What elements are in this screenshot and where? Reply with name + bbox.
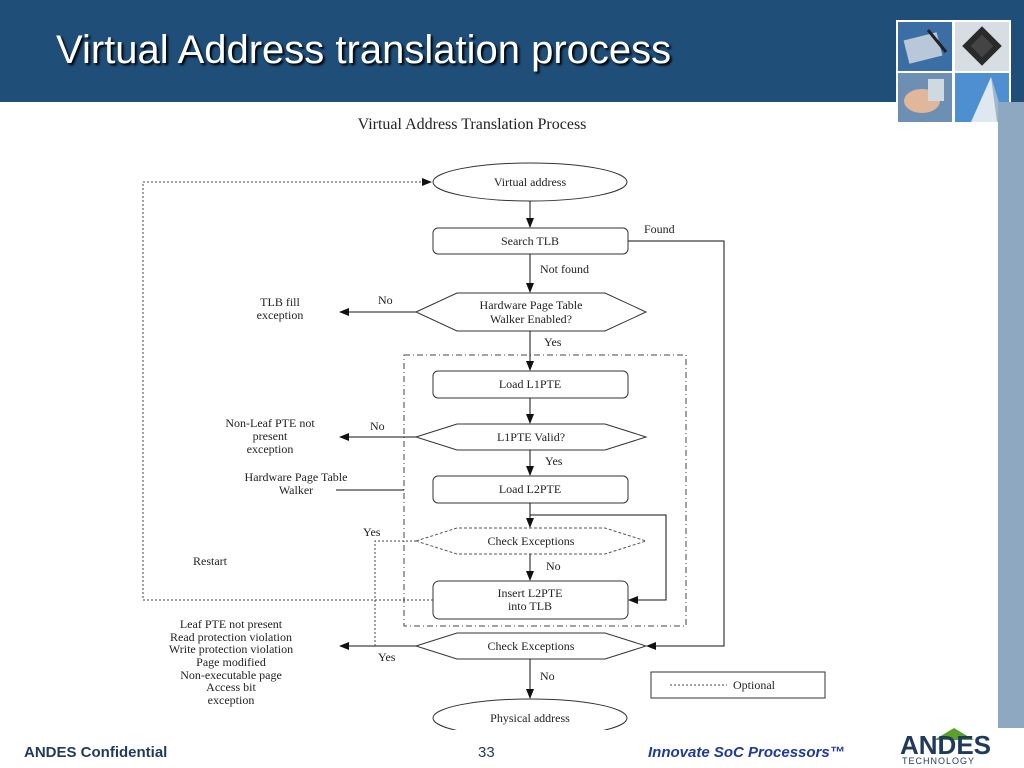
svg-text:Search TLB: Search TLB: [501, 234, 559, 248]
label-yes-check1: Yes: [363, 525, 381, 539]
footer-tagline: Innovate SoC Processors™: [648, 744, 845, 761]
final-exceptions-text: Leaf PTE not present Read protection vio…: [169, 617, 293, 707]
legend-label: Optional: [733, 678, 776, 692]
microchip-photo: [955, 22, 1009, 71]
label-yes-check2: Yes: [378, 650, 396, 664]
restart-text: Restart: [193, 554, 228, 568]
label-yes-walker: Yes: [544, 335, 562, 349]
right-accent-strip: [998, 102, 1024, 728]
label-not-found: Not found: [540, 262, 589, 276]
svg-text:into TLB: into TLB: [508, 599, 552, 613]
svg-text:Page modified: Page modified: [196, 655, 266, 669]
virtual-address-node: Virtual address: [432, 162, 628, 202]
check-exceptions-decision: Check Exceptions: [414, 632, 648, 660]
svg-text:Check Exceptions: Check Exceptions: [488, 639, 575, 653]
footer-confidential: ANDES Confidential: [24, 744, 168, 761]
slide-title: Virtual Address translation process: [56, 28, 672, 72]
svg-text:Write protection violation: Write protection violation: [169, 642, 293, 656]
optional-walker-region: [403, 354, 687, 627]
search-tlb-node: Search TLB: [432, 227, 629, 255]
svg-text:L1PTE Valid?: L1PTE Valid?: [497, 430, 565, 444]
walker-enabled-decision: Hardware Page Table Walker Enabled?: [414, 292, 648, 332]
header-thumbnails: [896, 20, 1011, 124]
title-bar: [0, 0, 1024, 102]
diagram-caption: Virtual Address Translation Process: [358, 116, 587, 133]
svg-text:Leaf PTE not present: Leaf PTE not present: [180, 617, 283, 631]
arrow-restart: [142, 178, 433, 601]
andes-logo: ANDES TECHNOLOGY: [894, 728, 1000, 768]
svg-text:Insert L2PTE: Insert L2PTE: [498, 586, 563, 600]
label-no-l1: No: [370, 419, 385, 433]
logo-swoosh-icon: [934, 728, 974, 740]
load-l1pte-node: Load L1PTE: [432, 370, 629, 399]
non-leaf-exception-text: Non-Leaf PTE not present exception: [225, 416, 315, 456]
svg-text:TLB fill: TLB fill: [260, 295, 300, 309]
svg-text:exception: exception: [257, 308, 304, 322]
legend-box: Optional: [650, 671, 826, 699]
svg-text:Check Exceptions: Check Exceptions: [488, 534, 575, 548]
svg-text:Walker Enabled?: Walker Enabled?: [490, 312, 572, 326]
translation-flowchart: Virtual Address Translation Process Virt…: [142, 116, 826, 730]
arrow-found-to-check: [628, 240, 725, 650]
logo-word: ANDES: [900, 730, 992, 760]
svg-text:Non-executable page: Non-executable page: [180, 668, 282, 682]
label-no-check1: No: [546, 559, 561, 573]
logo-sub: TECHNOLOGY: [902, 756, 976, 766]
svg-text:Virtual address: Virtual address: [494, 175, 567, 189]
svg-text:exception: exception: [208, 693, 255, 707]
l1pte-valid-decision: L1PTE Valid?: [414, 423, 648, 451]
arrow-optional-yes: [374, 540, 416, 646]
hand-on-phone-photo: [898, 73, 952, 122]
physical-address-node: Physical address: [432, 698, 628, 730]
check-exceptions-optional-decision: Check Exceptions: [414, 527, 648, 555]
label-found: Found: [644, 222, 675, 236]
svg-text:present: present: [253, 429, 288, 443]
svg-text:Hardware Page Table: Hardware Page Table: [480, 298, 583, 312]
label-no-walker: No: [378, 293, 393, 307]
svg-text:Read protection violation: Read protection violation: [170, 630, 292, 644]
svg-text:Walker: Walker: [279, 483, 313, 497]
svg-text:Hardware Page Table: Hardware Page Table: [245, 470, 348, 484]
svg-text:Load L1PTE: Load L1PTE: [499, 377, 561, 391]
svg-text:Non-Leaf PTE not: Non-Leaf PTE not: [225, 416, 315, 430]
arrow-bypass-to-insert: [530, 514, 667, 604]
svg-text:Physical address: Physical address: [490, 711, 570, 725]
svg-text:Access bit: Access bit: [206, 680, 256, 694]
tlb-fill-exception-text: TLB fill exception: [257, 295, 304, 322]
page-number: 33: [478, 744, 495, 761]
tablet-stylus-photo: [898, 22, 952, 71]
insert-l2pte-node: Insert L2PTE into TLB: [432, 580, 629, 620]
hw-walker-text: Hardware Page Table Walker: [245, 470, 348, 497]
svg-text:Load L2PTE: Load L2PTE: [499, 482, 561, 496]
svg-text:exception: exception: [247, 442, 294, 456]
load-l2pte-node: Load L2PTE: [432, 475, 629, 504]
label-no-check2: No: [540, 669, 555, 683]
label-yes-l1: Yes: [545, 454, 563, 468]
